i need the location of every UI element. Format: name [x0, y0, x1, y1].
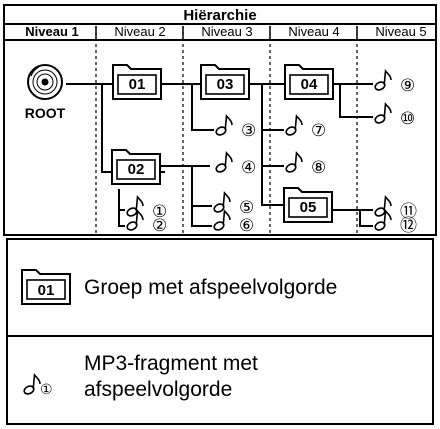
- diagram-frame: [3, 4, 437, 236]
- group-folder-03: 03: [200, 64, 250, 100]
- track-5: ⑤: [212, 192, 254, 217]
- track-10: ⑩: [373, 103, 415, 128]
- music-note-icon: [212, 210, 231, 233]
- svg-text:⑧: ⑧: [311, 158, 326, 177]
- svg-text:⑪: ⑪: [400, 202, 417, 221]
- root-label: ROOT: [25, 105, 66, 121]
- legend-group-text: Groep met afspeelvolgorde: [84, 276, 338, 299]
- svg-text:01: 01: [129, 76, 146, 93]
- music-note-icon: [214, 152, 233, 175]
- svg-text:03: 03: [217, 76, 234, 93]
- track-12: ⑫: [373, 210, 417, 235]
- group-folder-05: 05: [283, 187, 333, 223]
- diagram-title: Hiërarchie: [183, 7, 256, 24]
- level-header-3: Niveau 3: [201, 24, 252, 39]
- legend-group-label: 01: [38, 282, 55, 299]
- music-note-icon: ①: [23, 373, 53, 397]
- svg-text:⑩: ⑩: [400, 109, 415, 128]
- legend: 01 Groep met afspeelvolgorde ① MP3-fragm…: [6, 238, 434, 425]
- music-note-icon: [284, 115, 303, 138]
- svg-text:⑦: ⑦: [311, 121, 326, 140]
- group-folder-04: 04: [284, 64, 334, 100]
- track-2: ②: [125, 210, 167, 235]
- level-header-4: Niveau 4: [288, 24, 339, 39]
- track-3: ③: [214, 115, 256, 140]
- group-folder-02: 02: [111, 149, 161, 185]
- root-disc-icon: [27, 64, 63, 100]
- track-6: ⑥: [212, 210, 254, 235]
- svg-text:③: ③: [241, 121, 256, 140]
- svg-text:⑥: ⑥: [239, 216, 254, 235]
- legend-track-text: MP3-fragment met afspeelvolgorde: [84, 352, 258, 401]
- svg-text:①: ①: [152, 202, 167, 221]
- music-note-icon: [373, 103, 392, 126]
- track-9: ⑨: [373, 70, 415, 95]
- level-header-5: Niveau 5: [375, 24, 426, 39]
- group-folder-01: 01: [112, 64, 162, 100]
- connector-lines: [66, 83, 373, 227]
- svg-text:05: 05: [300, 199, 317, 216]
- legend-row-group: 01 Groep met afspeelvolgorde: [8, 240, 432, 337]
- svg-text:⑤: ⑤: [239, 198, 254, 217]
- svg-text:④: ④: [241, 158, 256, 177]
- folder-icon: 01: [21, 269, 71, 305]
- legend-track-number: ①: [40, 381, 53, 397]
- track-11: ⑪: [373, 196, 417, 221]
- svg-text:⑨: ⑨: [400, 76, 415, 95]
- track-4: ④: [214, 152, 256, 177]
- svg-text:04: 04: [301, 76, 318, 93]
- music-note-icon: [284, 152, 303, 175]
- legend-row-track: ① MP3-fragment met afspeelvolgorde: [8, 335, 432, 423]
- track-1: ①: [125, 196, 167, 221]
- music-note-icon: [212, 192, 231, 215]
- music-note-icon: [214, 115, 233, 138]
- level-header-2: Niveau 2: [114, 24, 165, 39]
- track-7: ⑦: [284, 115, 326, 140]
- hierarchy-diagram: Hiërarchie Niveau 1 Niveau 2 Niveau 3 Ni…: [3, 4, 437, 236]
- svg-text:02: 02: [128, 161, 145, 178]
- track-8: ⑧: [284, 152, 326, 177]
- svg-text:②: ②: [152, 216, 167, 235]
- svg-text:⑫: ⑫: [400, 216, 417, 235]
- level-header-1: Niveau 1: [25, 24, 78, 39]
- music-note-icon: [373, 70, 392, 93]
